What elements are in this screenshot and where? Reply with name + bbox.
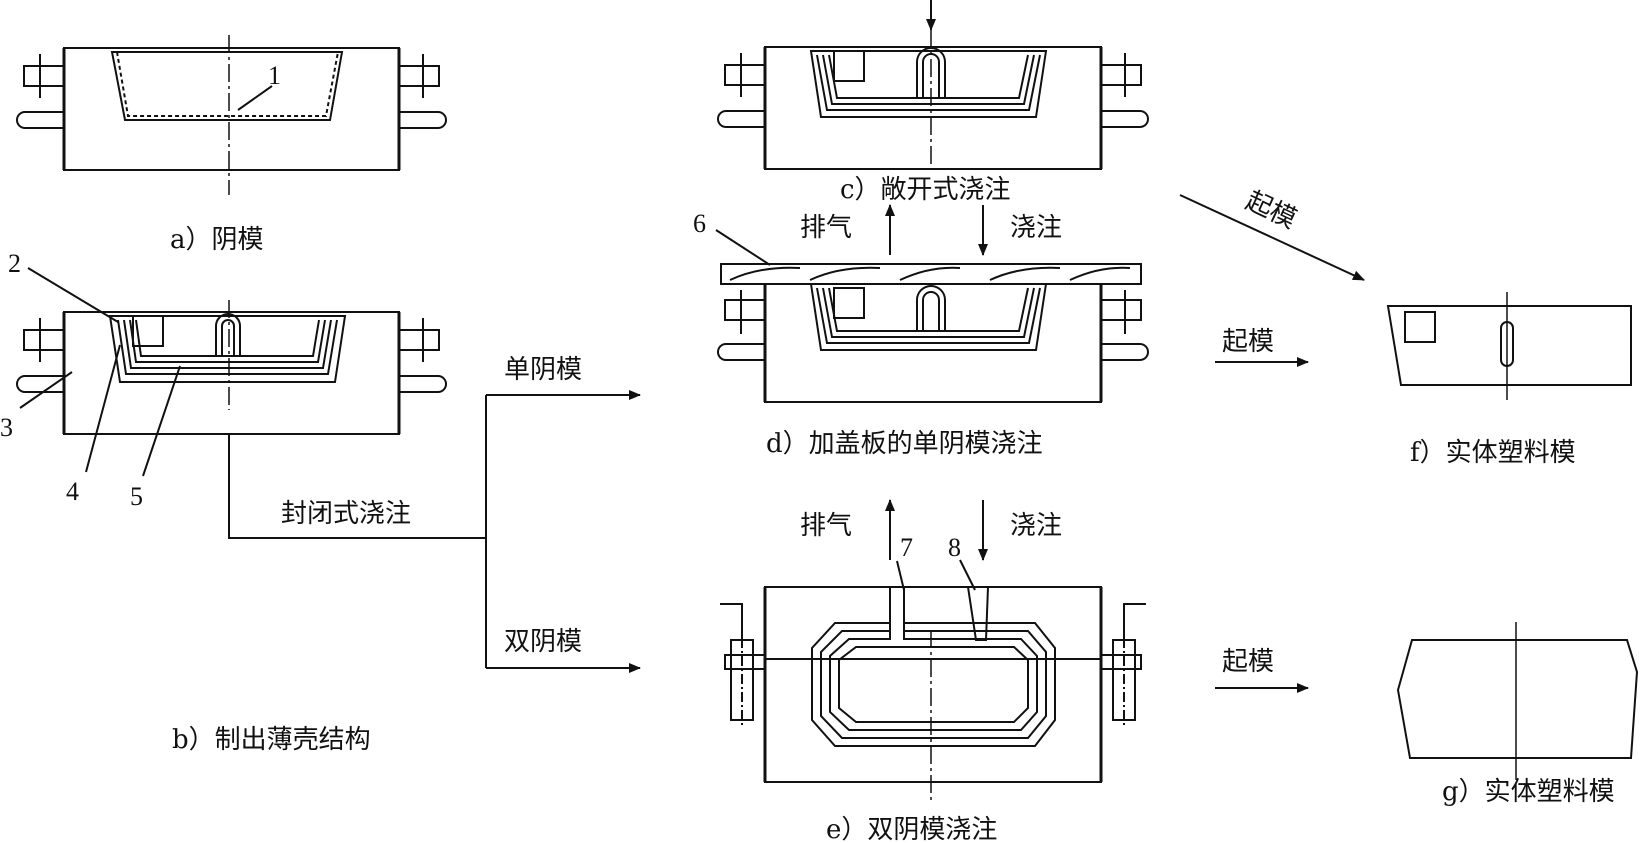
label-vent-e: 排气 [800,511,852,541]
arrow-demold-c [1179,194,1365,281]
caption-b: b）制出薄壳结构 [172,725,371,755]
branch-connector [228,390,641,673]
caption-d: d）加盖板的单阴模浇注 [766,429,1043,459]
figure-e-double-mold [720,499,1146,800]
part-number-4: 4 [66,477,79,506]
label-closed-pour: 封闭式浇注 [281,499,411,529]
label-vent-d: 排气 [800,213,852,243]
part-number-8: 8 [948,533,961,562]
figure-g-solid-mold [1396,622,1639,780]
caption-e: e）双阴模浇注 [826,815,997,843]
label-demold-e: 起模 [1222,647,1274,677]
label-single-mold: 单阴模 [504,355,582,385]
label-pour-d: 浇注 [1010,213,1062,243]
figure-c-open-pour [717,0,1149,170]
figure-a-female-mold [16,35,447,195]
figure-b-thin-shell [16,267,447,477]
figure-f-solid-mold [1386,292,1632,400]
part-number-1: 1 [268,61,281,90]
figure-d-cover-plate [715,204,1149,403]
caption-c: c）敞开式浇注 [840,175,1011,205]
label-demold-d: 起模 [1222,327,1274,357]
caption-a: a）阴模 [170,225,264,255]
part-number-7: 7 [900,533,913,562]
part-number-2: 2 [8,249,21,278]
part-number-6: 6 [693,209,706,238]
label-double-mold: 双阴模 [504,627,582,657]
caption-f: f）实体塑料模 [1410,438,1576,468]
label-pour-e: 浇注 [1010,511,1062,541]
part-number-3: 3 [0,413,13,442]
part-number-5: 5 [130,482,143,511]
caption-g: g）实体塑料模 [1442,777,1615,807]
